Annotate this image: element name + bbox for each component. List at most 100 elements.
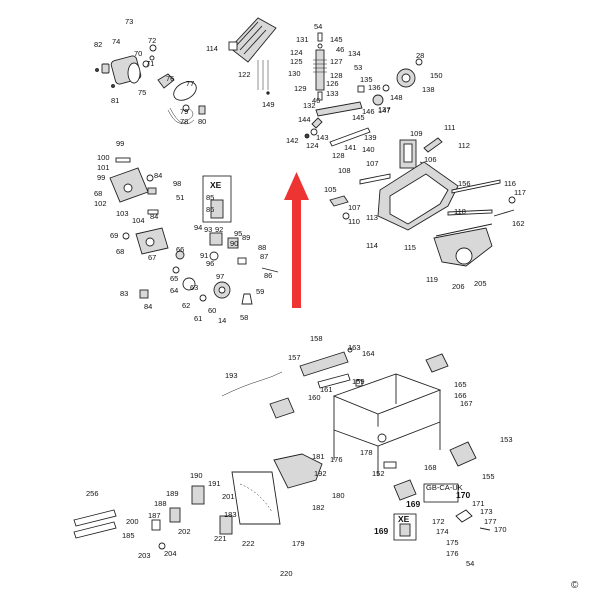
callout-191: 191 bbox=[208, 479, 221, 488]
callout-145: 145 bbox=[330, 35, 343, 44]
callout-128: 128 bbox=[330, 71, 343, 80]
callout-74: 74 bbox=[112, 37, 120, 46]
plug-box-group bbox=[393, 483, 491, 541]
callout-86b: 86 bbox=[264, 271, 272, 280]
callout-180: 180 bbox=[332, 491, 345, 500]
callout-58: 58 bbox=[240, 313, 248, 322]
base-casting bbox=[329, 161, 459, 231]
callout-102: 102 bbox=[94, 199, 107, 208]
callout-132: 132 bbox=[303, 101, 316, 110]
callout-176: 176 bbox=[330, 455, 343, 464]
callout-127: 127 bbox=[330, 57, 343, 66]
callout-84c: 84 bbox=[144, 302, 152, 311]
lower-guard bbox=[433, 223, 493, 267]
callout-136: 136 bbox=[368, 83, 381, 92]
callout-103: 103 bbox=[116, 209, 129, 218]
callout-106: 106 bbox=[424, 155, 437, 164]
callout-14: 14 bbox=[218, 316, 226, 325]
callout-138: 138 bbox=[422, 85, 435, 94]
callout-46: 46 bbox=[336, 45, 344, 54]
callout-107: 107 bbox=[366, 159, 379, 168]
callout-71: 71 bbox=[146, 59, 154, 68]
callout-175: 175 bbox=[446, 538, 459, 547]
callout-133: 133 bbox=[326, 89, 339, 98]
callout-163: 163 bbox=[348, 343, 361, 352]
callout-51: 51 bbox=[176, 193, 184, 202]
xe-label-2: XE bbox=[398, 514, 410, 524]
callout-146: 146 bbox=[362, 107, 375, 116]
callout-220: 220 bbox=[280, 569, 293, 578]
xe-label-1: XE bbox=[210, 180, 222, 190]
callout-202: 202 bbox=[178, 527, 191, 536]
callout-111: 111 bbox=[444, 123, 455, 132]
callout-66: 66 bbox=[176, 245, 184, 254]
callout-181: 181 bbox=[312, 452, 325, 461]
callout-141: 141 bbox=[344, 143, 357, 152]
callout-178: 178 bbox=[360, 448, 373, 457]
callout-63: 63 bbox=[190, 283, 198, 292]
callout-179: 179 bbox=[292, 539, 305, 548]
handle-182 bbox=[273, 453, 323, 489]
callout-147: 147 bbox=[378, 106, 391, 115]
callout-162: 162 bbox=[512, 219, 525, 228]
callout-86: 86 bbox=[206, 205, 214, 214]
callout-112: 112 bbox=[458, 141, 470, 150]
callout-134: 134 bbox=[348, 49, 361, 58]
highlight-arrow bbox=[284, 172, 309, 308]
callout-126: 126 bbox=[326, 79, 339, 88]
callout-200: 200 bbox=[126, 517, 139, 526]
callout-201: 201 bbox=[222, 492, 235, 501]
callout-152: 152 bbox=[372, 469, 385, 478]
gear-assembly bbox=[357, 58, 423, 106]
callout-84b: 84 bbox=[150, 212, 158, 221]
callout-164: 164 bbox=[362, 349, 375, 358]
callout-115: 115 bbox=[404, 243, 416, 252]
right-rails bbox=[447, 179, 516, 217]
leg-brackets bbox=[269, 353, 477, 501]
callout-70: 70 bbox=[134, 49, 142, 58]
callout-108: 108 bbox=[338, 166, 351, 175]
callout-185: 185 bbox=[122, 531, 135, 540]
callout-119: 119 bbox=[426, 275, 438, 284]
callout-167: 167 bbox=[460, 399, 473, 408]
callout-87: 87 bbox=[260, 252, 268, 261]
callout-84: 84 bbox=[154, 171, 162, 180]
callout-46b: 46 bbox=[312, 96, 320, 105]
callout-221: 221 bbox=[214, 534, 227, 543]
bracket-109 bbox=[399, 137, 443, 169]
callout-99b: 99 bbox=[97, 173, 105, 182]
callout-124b: 124 bbox=[306, 141, 319, 150]
gb-ca-uk-label: GB-CA-UK bbox=[426, 483, 463, 492]
callout-170: 170 bbox=[456, 490, 470, 500]
callout-99: 99 bbox=[116, 139, 124, 148]
callout-114-top: 114 bbox=[206, 44, 218, 53]
rail-casting-114 bbox=[228, 17, 277, 95]
callout-95: 95 bbox=[234, 229, 242, 238]
trunnion-plate-upper bbox=[109, 157, 159, 215]
callout-80: 80 bbox=[198, 117, 206, 126]
callout-140: 140 bbox=[362, 145, 375, 154]
small-parts-cluster bbox=[151, 485, 205, 550]
callout-161: 161 bbox=[320, 385, 333, 394]
callout-148: 148 bbox=[390, 93, 403, 102]
motor-assembly bbox=[95, 44, 206, 125]
callout-166: 166 bbox=[454, 391, 467, 400]
callout-168: 168 bbox=[424, 463, 437, 472]
callout-122: 122 bbox=[238, 70, 251, 79]
callout-85: 85 bbox=[206, 193, 214, 202]
callout-54: 54 bbox=[314, 22, 322, 31]
copyright-symbol: © bbox=[571, 580, 579, 591]
callout-182: 182 bbox=[312, 503, 325, 512]
callout-190: 190 bbox=[190, 471, 203, 480]
callout-131: 131 bbox=[296, 35, 309, 44]
callout-130: 130 bbox=[288, 69, 301, 78]
callout-160: 160 bbox=[308, 393, 321, 402]
callout-116: 116 bbox=[504, 179, 516, 188]
callout-187: 187 bbox=[148, 511, 161, 520]
callout-135: 135 bbox=[360, 75, 373, 84]
callout-88: 88 bbox=[258, 243, 266, 252]
callout-59: 59 bbox=[256, 287, 264, 296]
callout-206: 206 bbox=[452, 282, 465, 291]
callout-69: 69 bbox=[110, 231, 118, 240]
